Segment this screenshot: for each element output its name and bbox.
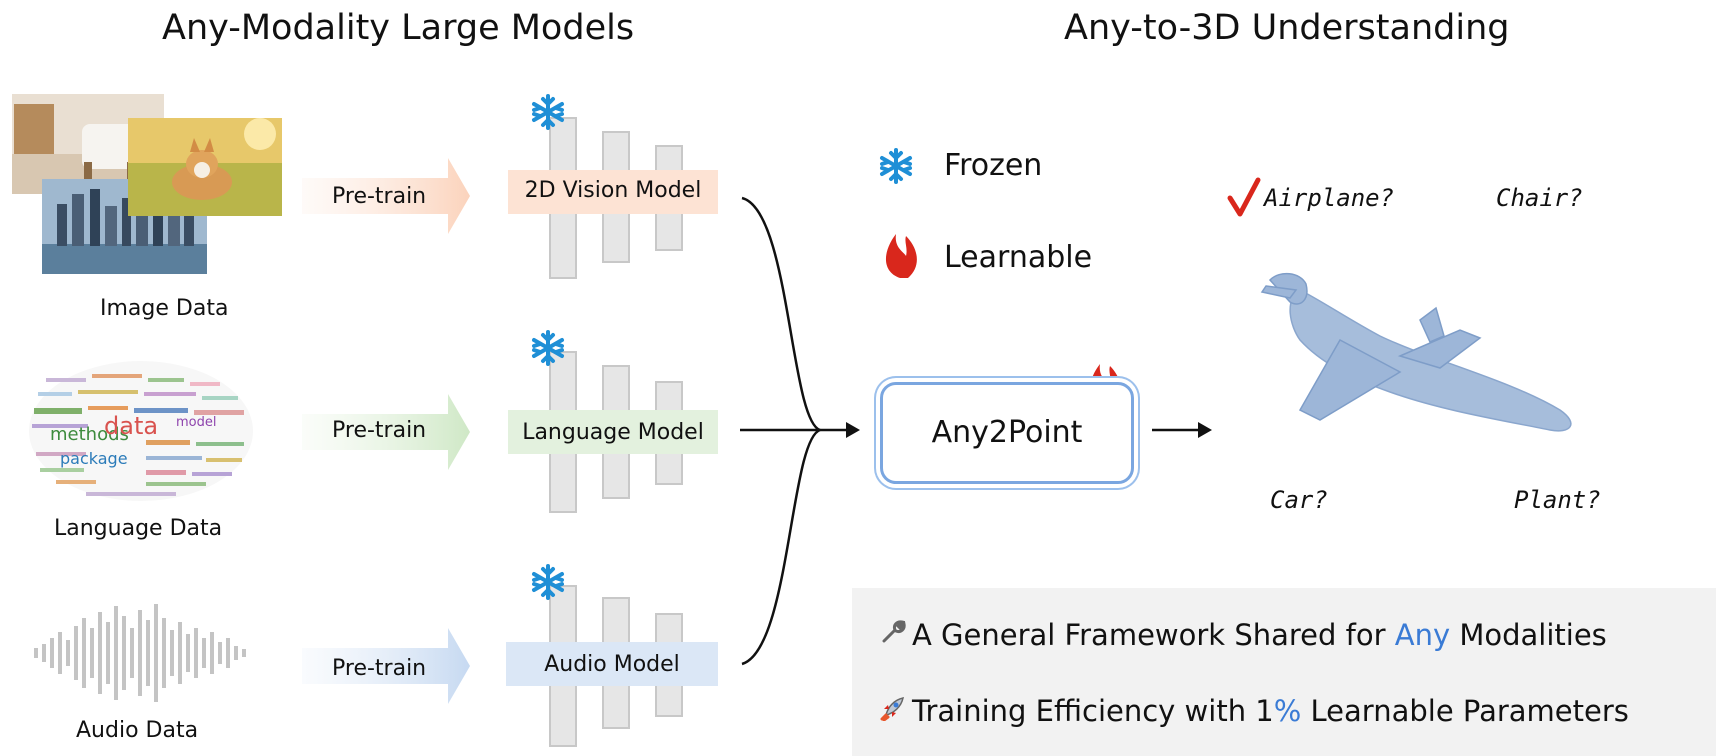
class-car: Car?: [1270, 486, 1328, 514]
features-panel: A General Framework Shared for Any Modal…: [852, 588, 1716, 756]
rocket-icon: [880, 694, 912, 728]
pretrain-arrow-vision: [302, 158, 470, 234]
any2point-label: Any2Point: [931, 415, 1083, 450]
merge-connectors: [740, 196, 852, 666]
legend-frozen-label: Frozen: [944, 148, 1043, 183]
pretrain-label-language: Pre-train: [332, 418, 427, 443]
pretrain-label-audio: Pre-train: [332, 656, 427, 681]
waveform-graphic: [34, 604, 246, 702]
word-cloud-graphic: methods data package model: [29, 361, 253, 501]
feature-line-2: Training Efficiency with 1% Learnable Pa…: [880, 694, 1629, 728]
svg-text:data: data: [104, 412, 158, 440]
language-word-cloud: methods data package model: [26, 356, 256, 506]
vision-model-label: 2D Vision Model: [524, 178, 702, 203]
image-data-label: Image Data: [100, 296, 229, 321]
pretrain-arrow-language: [302, 394, 470, 470]
legend-learnable-label: Learnable: [944, 240, 1093, 275]
check-icon: [1227, 177, 1261, 217]
pretrain-arrow-audio: [302, 628, 470, 704]
audio-waveform: [30, 598, 250, 708]
vision-model-bg: [508, 170, 718, 214]
class-chair: Chair?: [1496, 184, 1583, 212]
class-plant: Plant?: [1514, 486, 1601, 514]
feature-line-1: A General Framework Shared for Any Modal…: [880, 618, 1607, 652]
merge-arrowhead: [846, 422, 860, 438]
audio-data-label: Audio Data: [76, 718, 199, 743]
feature-1-accent: Any: [1394, 618, 1451, 652]
left-title: Any-Modality Large Models: [162, 8, 635, 48]
image-data-thumbnails: [12, 94, 282, 274]
airplane-point-cloud: [1260, 272, 1572, 432]
class-airplane: Airplane?: [1264, 184, 1395, 212]
feature-2-suffix: Learnable Parameters: [1301, 694, 1629, 728]
svg-text:methods: methods: [50, 424, 129, 445]
audio-model-label: Audio Model: [544, 652, 680, 677]
language-model-bg: [508, 410, 718, 454]
right-title: Any-to-3D Understanding: [1064, 8, 1510, 48]
any2point-box: Any2Point: [880, 382, 1134, 484]
pretrain-label-vision: Pre-train: [332, 184, 427, 209]
image-data-collage: [12, 94, 282, 284]
feature-2-prefix: Training Efficiency with 1: [912, 694, 1274, 728]
audio-model-bg: [506, 642, 718, 686]
svg-text:model: model: [176, 415, 216, 430]
feature-2-accent: %: [1273, 694, 1302, 728]
svg-text:package: package: [60, 449, 128, 468]
feature-1-suffix: Modalities: [1450, 618, 1607, 652]
language-data-label: Language Data: [54, 516, 223, 541]
legend-fire-icon: [885, 234, 917, 278]
wrench-icon: [880, 618, 912, 652]
language-model-label: Language Model: [522, 420, 704, 445]
feature-1-prefix: A General Framework Shared for: [912, 618, 1395, 652]
legend-frozen-icon: [880, 148, 912, 184]
